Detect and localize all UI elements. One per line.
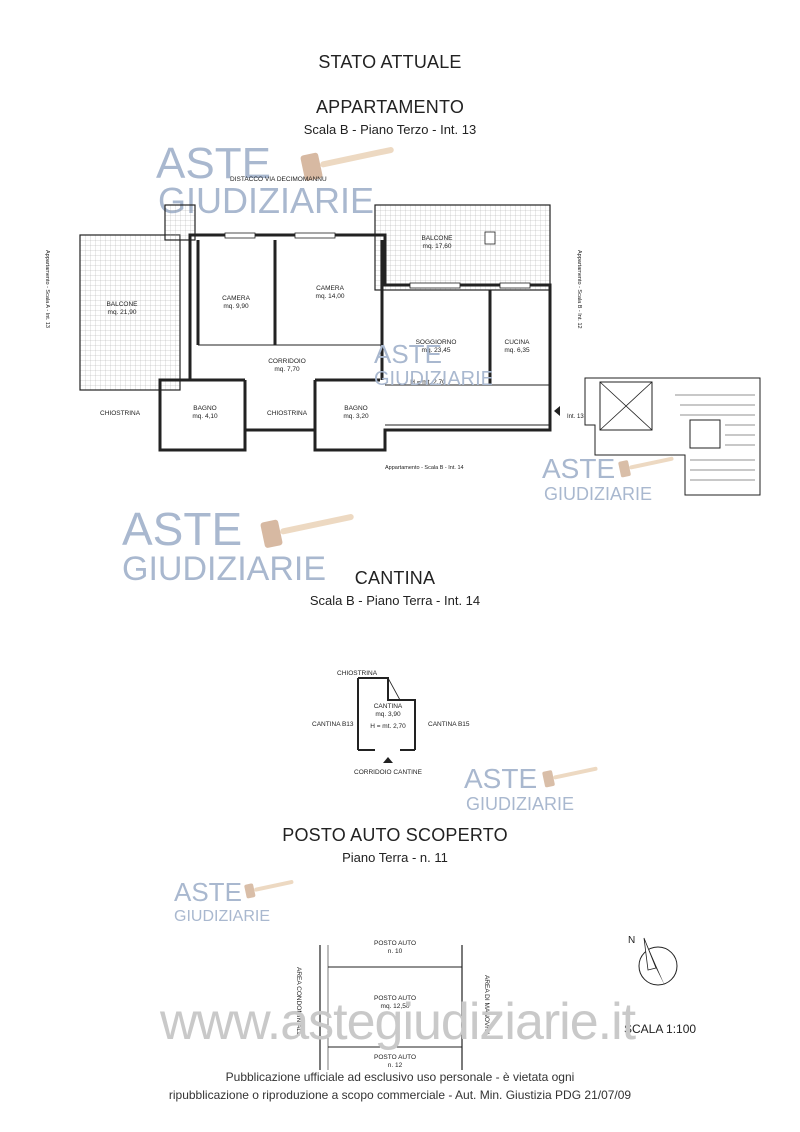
svg-text:DISTACCO VIA DECIMOMANNU: DISTACCO VIA DECIMOMANNU xyxy=(230,176,327,183)
svg-text:mq. 12,50: mq. 12,50 xyxy=(381,1003,410,1010)
subtitle-cantina: Scala B - Piano Terra - Int. 14 xyxy=(309,593,481,608)
footer-line-2: ripubblicazione o riproduzione a scopo c… xyxy=(168,1088,632,1102)
svg-text:mq. 14,00: mq. 14,00 xyxy=(316,293,345,300)
svg-text:GIUDIZIARIE: GIUDIZIARIE xyxy=(374,368,492,390)
svg-text:ASTE: ASTE xyxy=(542,453,615,484)
watermark-logo-middle: ASTE GIUDIZIARIE xyxy=(122,503,354,588)
svg-text:POSTO AUTO: POSTO AUTO xyxy=(374,940,416,947)
svg-text:ASTE: ASTE xyxy=(122,503,242,555)
svg-text:Appartamento - Scala A - Int.: Appartamento - Scala A - Int. 13 xyxy=(44,250,50,328)
title-stato-attuale: STATO ATTUALE xyxy=(318,52,462,72)
gavel-icon xyxy=(300,147,394,181)
svg-text:BAGNO: BAGNO xyxy=(193,405,216,412)
svg-text:GIUDIZIARIE: GIUDIZIARIE xyxy=(122,550,326,588)
gavel-icon xyxy=(260,514,354,548)
svg-text:POSTO AUTO: POSTO AUTO xyxy=(374,995,416,1002)
svg-text:mq. 4,10: mq. 4,10 xyxy=(192,413,218,420)
svg-text:ASTE: ASTE xyxy=(464,763,537,794)
cantina-floor-plan: CHIOSTRINA CANTINA mq. 3,90 H = mt. 2,70… xyxy=(312,670,470,776)
svg-text:AREA DI MANOVRA: AREA DI MANOVRA xyxy=(483,975,490,1036)
svg-text:CORRIDOIO: CORRIDOIO xyxy=(268,358,306,365)
watermark-logo-cantina: ASTE GIUDIZIARIE xyxy=(464,763,598,814)
svg-text:mq. 3,20: mq. 3,20 xyxy=(343,413,369,420)
svg-text:SOGGIORNO: SOGGIORNO xyxy=(416,339,457,346)
subtitle-posto-auto: Piano Terra - n. 11 xyxy=(342,850,448,865)
watermark-logo-right: ASTE GIUDIZIARIE xyxy=(542,453,674,504)
svg-text:CAMERA: CAMERA xyxy=(222,295,250,302)
svg-text:CORRIDOIO CANTINE: CORRIDOIO CANTINE xyxy=(354,769,423,776)
title-cantina: CANTINA xyxy=(354,568,436,588)
svg-text:GIUDIZIARIE: GIUDIZIARIE xyxy=(544,484,652,504)
svg-text:n. 10: n. 10 xyxy=(388,948,403,955)
subtitle-appartamento: Scala B - Piano Terzo - Int. 13 xyxy=(303,122,477,137)
title-posto-auto: POSTO AUTO SCOPERTO xyxy=(282,825,508,845)
svg-text:ASTE: ASTE xyxy=(374,339,442,369)
svg-text:mq. 6,35: mq. 6,35 xyxy=(504,347,530,354)
svg-text:BAGNO: BAGNO xyxy=(344,405,367,412)
site-watermark: www.astegiudiziarie.it xyxy=(160,993,636,1051)
compass-icon: N xyxy=(628,935,678,986)
stairwell xyxy=(584,377,761,496)
svg-text:ASTE: ASTE xyxy=(174,877,242,907)
svg-text:ASTE: ASTE xyxy=(156,139,271,188)
watermark-logo-plan: ASTE GIUDIZIARIE xyxy=(374,339,492,390)
svg-text:CANTINA B13: CANTINA B13 xyxy=(312,721,354,728)
svg-text:BALCONE: BALCONE xyxy=(106,301,138,308)
svg-text:CHIOSTRINA: CHIOSTRINA xyxy=(100,410,141,417)
svg-text:H = mt. 2,70: H = mt. 2,70 xyxy=(370,723,406,730)
svg-text:CUCINA: CUCINA xyxy=(505,339,531,346)
svg-text:mq. 7,70: mq. 7,70 xyxy=(274,366,300,373)
svg-text:CHIOSTRINA: CHIOSTRINA xyxy=(267,410,308,417)
parking-plan: POSTO AUTO n. 10 POSTO AUTO mq. 12,50 PO… xyxy=(295,940,490,1070)
svg-text:CAMERA: CAMERA xyxy=(316,285,344,292)
svg-text:CHIOSTRINA: CHIOSTRINA xyxy=(337,670,378,677)
title-appartamento: APPARTAMENTO xyxy=(315,97,465,117)
svg-text:GIUDIZIARIE: GIUDIZIARIE xyxy=(174,908,270,925)
svg-text:CANTINA: CANTINA xyxy=(374,703,403,710)
svg-text:mq. 17,60: mq. 17,60 xyxy=(423,243,452,250)
svg-text:POSTO AUTO: POSTO AUTO xyxy=(374,1054,416,1061)
svg-text:GIUDIZIARIE: GIUDIZIARIE xyxy=(466,794,574,814)
svg-text:n. 12: n. 12 xyxy=(388,1062,403,1069)
svg-text:BALCONE: BALCONE xyxy=(421,235,453,242)
svg-text:mq. 21,90: mq. 21,90 xyxy=(108,309,137,316)
watermark-logo-parking: ASTE GIUDIZIARIE xyxy=(174,877,294,925)
svg-text:Int. 13: Int. 13 xyxy=(567,414,584,420)
svg-text:mq. 9,90: mq. 9,90 xyxy=(223,303,249,310)
svg-text:N: N xyxy=(628,935,635,946)
apartment-floor-plan: DISTACCO VIA DECIMOMANNU BALCONE mq. 21,… xyxy=(44,176,761,496)
svg-text:Appartamento - Scala B - Int.: Appartamento - Scala B - Int. 14 xyxy=(385,465,464,471)
scale-label: SCALA 1:100 xyxy=(624,1022,697,1036)
svg-text:mq. 23,45: mq. 23,45 xyxy=(422,347,451,354)
svg-text:AREA CONDOMINIALE: AREA CONDOMINIALE xyxy=(295,967,302,1037)
svg-text:H = mt. 2,70: H = mt. 2,70 xyxy=(410,379,446,386)
footer-line-1: Pubblicazione ufficiale ad esclusivo uso… xyxy=(225,1070,575,1084)
svg-text:mq. 3,90: mq. 3,90 xyxy=(375,711,401,718)
svg-text:CANTINA B15: CANTINA B15 xyxy=(428,721,470,728)
svg-text:Appartamento - Scala B - Int.: Appartamento - Scala B - Int. 12 xyxy=(576,250,582,329)
